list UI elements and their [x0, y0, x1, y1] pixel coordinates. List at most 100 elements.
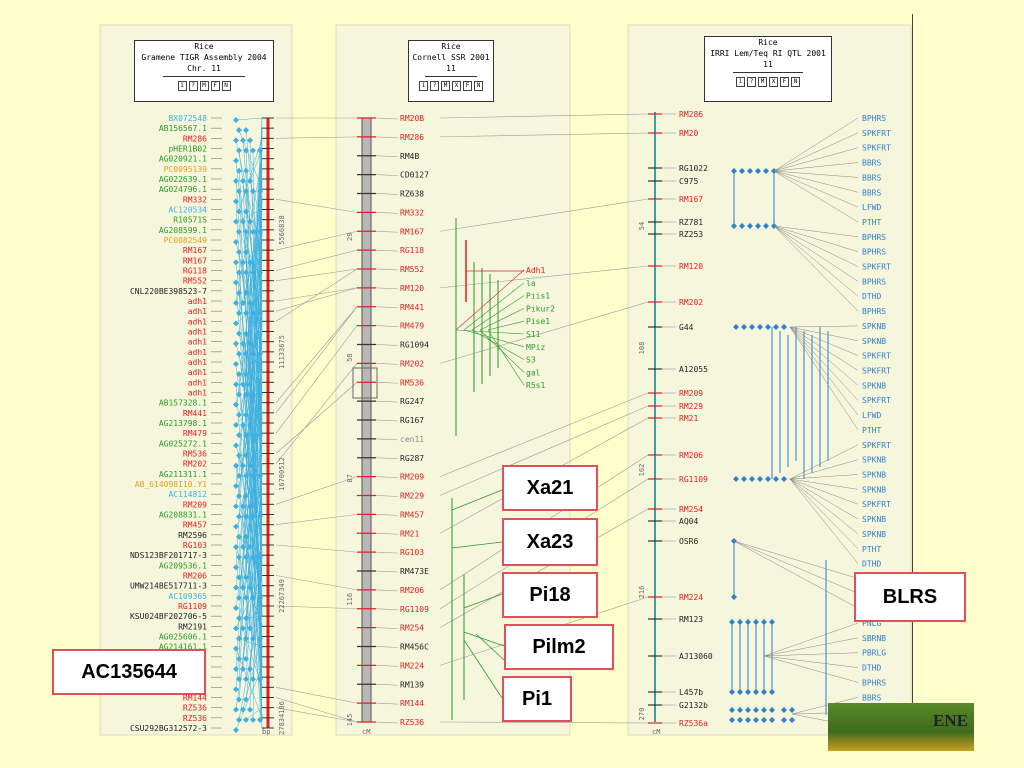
left-axis-tick: 11133675	[278, 335, 286, 369]
qtl-leader	[789, 478, 859, 535]
middle-marker-label: RG1094	[400, 341, 429, 350]
qtl-label: BBRS	[862, 188, 881, 197]
gene-label: R5s1	[526, 381, 545, 390]
qtl-diamond	[763, 223, 769, 229]
qtl-leader	[789, 326, 859, 401]
map-button[interactable]: M	[758, 77, 767, 87]
map-button[interactable]: M	[441, 81, 450, 91]
right-marker-label: RZ536a	[679, 719, 708, 728]
right-marker-label: AJ13060	[679, 652, 713, 661]
qtl-diamond	[763, 168, 769, 174]
feature-link	[238, 638, 263, 647]
flip-button[interactable]: F	[780, 77, 789, 87]
flip-button[interactable]: F	[463, 81, 472, 91]
qtl-diamond	[765, 476, 771, 482]
left-marker-label: AB_614098I10.Y1	[135, 480, 207, 489]
qtl-diamond	[755, 223, 761, 229]
info-button[interactable]: i	[177, 81, 187, 91]
middle-axis-tick: 29	[346, 233, 354, 241]
qtl-diamond	[757, 324, 763, 330]
qtl-label: PNLG	[862, 619, 881, 628]
flip-button[interactable]: F	[210, 81, 220, 91]
right-marker-label: OSR6	[679, 537, 698, 546]
feature-link	[235, 158, 263, 304]
qtl-leader	[773, 225, 859, 238]
qtl-label: PTHT	[862, 426, 881, 435]
panel-right-title: Rice IRRI Lem/Teq RI QTL 2001 11 i ? M X…	[704, 36, 832, 102]
correspondence-line	[439, 265, 649, 289]
qtl-diamond	[733, 324, 739, 330]
info-button[interactable]: i	[736, 77, 745, 87]
middle-marker-leader	[375, 551, 399, 554]
middle-axis-tick: 145	[346, 714, 354, 727]
middle-map: RM20BRM286RM4BCD0127RZ638RM332RM167RG118…	[346, 114, 555, 736]
qtl-diamond	[757, 476, 763, 482]
middle-marker-leader	[375, 646, 399, 648]
qtl-leader	[773, 225, 859, 312]
middle-marker-leader	[375, 627, 399, 629]
map-button[interactable]: M	[199, 81, 209, 91]
panel-left-chr: Chr. 11	[187, 64, 221, 73]
help-button[interactable]: ?	[430, 81, 439, 91]
qtl-leader	[789, 325, 859, 328]
qtl-leader	[791, 697, 859, 715]
correspondence-line	[439, 392, 649, 477]
help-button[interactable]: ?	[747, 77, 756, 87]
qtl-diamond	[781, 324, 787, 330]
middle-axis-tick: 58	[346, 353, 354, 361]
qtl-diamond	[765, 324, 771, 330]
right-marker-label: L457b	[679, 688, 703, 697]
panel-middle-buttons: i ? M X F N	[409, 81, 493, 91]
qtl-diamond	[749, 324, 755, 330]
feature-link	[245, 707, 263, 721]
right-marker-label: RZ253	[679, 230, 703, 239]
middle-marker-leader	[375, 683, 399, 686]
middle-marker-label: RM4B	[400, 152, 419, 161]
feature-link	[259, 311, 263, 720]
left-marker-label: RM206	[183, 572, 207, 581]
new-button[interactable]: N	[474, 81, 483, 91]
middle-marker-label: RG1109	[400, 605, 429, 614]
right-axis-tick: 108	[638, 342, 646, 355]
qtl-label: SPKNB	[862, 470, 886, 479]
right-marker-label: RM206	[679, 451, 703, 460]
middle-marker-label: RM254	[400, 624, 424, 633]
gene-leader	[479, 308, 525, 331]
qtl-label: BPHRS	[862, 307, 886, 316]
panel-right-map-name: IRRI Lem/Teq RI QTL 2001	[710, 49, 826, 58]
feature-link	[245, 422, 263, 680]
right-marker-label: RZ781	[679, 218, 703, 227]
panel-left-map-name: Gramene TIGR Assembly 2004	[141, 53, 267, 62]
new-button[interactable]: N	[791, 77, 800, 87]
info-button[interactable]: i	[419, 81, 428, 91]
right-axis-tick: 162	[638, 464, 646, 477]
feature-link	[235, 575, 263, 629]
left-axis-tick: 16700512	[278, 457, 286, 491]
feature-link	[238, 595, 263, 720]
qtl-leader	[773, 225, 859, 252]
qtl-label: SPKNB	[862, 381, 886, 390]
qtl-leader	[789, 478, 859, 505]
left-marker-label: AG208599.1	[159, 226, 207, 235]
help-button[interactable]: ?	[188, 81, 198, 91]
page-right-rule	[912, 14, 913, 714]
gene-leader	[463, 329, 525, 348]
left-marker-label: AB156567.1	[159, 124, 207, 133]
panel-left-buttons: i ? M F N	[135, 81, 273, 91]
left-marker-label: AC109365	[168, 592, 207, 601]
left-axis-unit: bp	[262, 728, 270, 736]
new-button[interactable]: N	[221, 81, 231, 91]
feature-link	[249, 229, 263, 548]
qtl-diamond	[745, 707, 751, 713]
qtl-leader	[789, 478, 859, 564]
qtl-label: PTHT	[862, 545, 881, 554]
middle-axis-unit: cM	[362, 728, 370, 736]
middle-marker-leader	[375, 457, 399, 460]
left-marker-label: PC0082549	[164, 236, 208, 245]
delete-button[interactable]: X	[452, 81, 461, 91]
qtl-label: SPKNB	[862, 337, 886, 346]
qtl-leader	[789, 326, 859, 386]
left-marker-label: KSU024BF202706-5	[130, 612, 207, 621]
delete-button[interactable]: X	[769, 77, 778, 87]
correspondence-line	[275, 268, 358, 281]
